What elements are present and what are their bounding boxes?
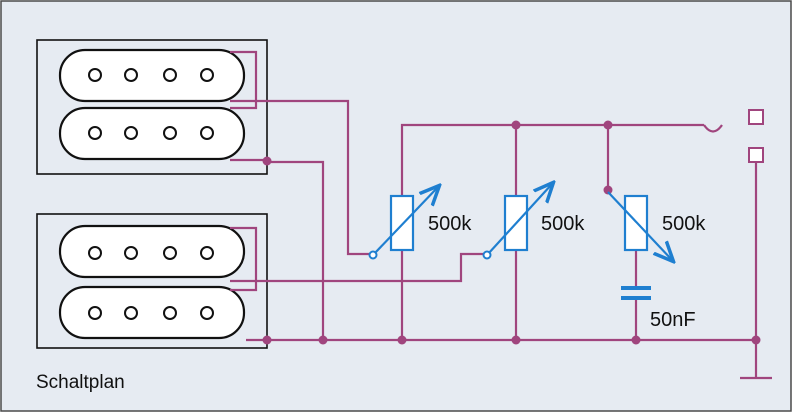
pole-piece — [88, 246, 102, 260]
volume-pot-2: 500k — [482, 184, 585, 260]
pole-piece — [88, 68, 102, 82]
pole-piece — [88, 126, 102, 140]
pot-value-label: 500k — [428, 213, 472, 235]
junction-dot — [751, 335, 761, 345]
pot-value-label: 500k — [662, 213, 706, 235]
pole-piece — [163, 68, 177, 82]
wire-output-bus — [400, 123, 704, 196]
pickup-neck — [36, 39, 268, 175]
wire-neck-hot — [230, 99, 372, 256]
pole-piece — [163, 306, 177, 320]
wire-bridge-hot — [230, 252, 486, 283]
junction-dot — [603, 120, 613, 130]
wire-coil-link — [230, 50, 258, 110]
pole-piece — [163, 126, 177, 140]
pole-piece — [124, 68, 138, 82]
junction-dot — [631, 335, 641, 345]
junction-dot — [511, 120, 521, 130]
pickup-coil — [58, 48, 246, 103]
pickup-coil — [58, 285, 246, 340]
pot-wiper-terminal — [368, 250, 378, 260]
pickup-coil — [58, 106, 246, 161]
pole-piece — [124, 126, 138, 140]
tone-capacitor: 50nF — [621, 286, 696, 331]
pickup-coil — [58, 224, 246, 279]
tone-pot: 500k — [607, 191, 706, 260]
pole-piece — [200, 126, 214, 140]
schematic-caption: Schaltplan — [36, 372, 125, 393]
jack-terminal-tip — [748, 109, 764, 125]
junction-dot — [511, 335, 521, 345]
pot-value-label: 500k — [541, 213, 585, 235]
volume-pot-1: 500k — [368, 187, 472, 260]
junction-dot — [262, 335, 272, 345]
junction-dot — [603, 185, 613, 195]
pole-piece — [200, 246, 214, 260]
pot-wiper-terminal — [482, 250, 492, 260]
junctions — [262, 120, 761, 345]
pole-piece — [200, 306, 214, 320]
junction-dot — [262, 156, 272, 166]
pole-piece — [163, 246, 177, 260]
pole-piece — [88, 306, 102, 320]
junction-dot — [318, 335, 328, 345]
wire-jack-tip-contact — [703, 124, 723, 133]
junction-dot — [397, 335, 407, 345]
pickup-bridge — [36, 213, 268, 349]
pole-piece — [124, 246, 138, 260]
pot-wiper-arrow — [373, 187, 438, 255]
pole-piece — [124, 306, 138, 320]
pot-wiper-arrow — [607, 191, 672, 260]
pot-body — [389, 194, 415, 252]
jack-terminal-sleeve — [748, 147, 764, 163]
pole-piece — [200, 68, 214, 82]
pot-wiper-arrow — [487, 184, 552, 255]
wire-coil-link — [230, 226, 258, 292]
capacitor-value-label: 50nF — [650, 309, 696, 331]
